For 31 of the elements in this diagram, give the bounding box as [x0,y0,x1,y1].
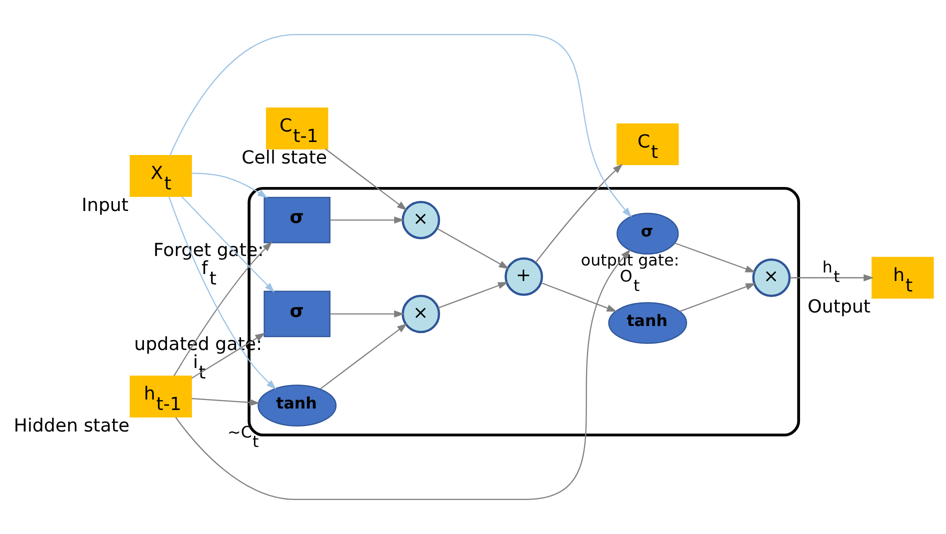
arrow [320,323,407,390]
node-label: Input [81,194,128,216]
arrow [674,242,756,272]
node-ellipse: tanh [608,302,687,344]
arrow [324,148,407,211]
arrow [438,282,508,308]
node-circle: + [504,257,543,296]
node-circle: × [752,258,790,297]
arrow [540,282,617,312]
node-label: Cell state [241,147,327,168]
node-circle: × [401,200,440,240]
arrow [679,283,756,312]
arrow [436,228,509,269]
arrow [790,274,874,282]
node-label: Output [807,296,870,318]
arrow [169,34,632,218]
node-circle: × [401,294,440,334]
node-label: Hidden state [13,415,130,436]
arrow [191,398,260,406]
node-box: σ [263,290,330,338]
arrow [330,310,404,318]
arrow [330,216,404,224]
node-ellipse: tanh [257,384,336,426]
node-ellipse: σ [616,212,678,255]
arrow [173,242,272,376]
arrow [190,172,268,198]
arrow [534,164,622,263]
node-box: σ [263,196,330,244]
arrow [180,196,274,292]
arrow [168,196,276,390]
arrow [174,249,630,500]
